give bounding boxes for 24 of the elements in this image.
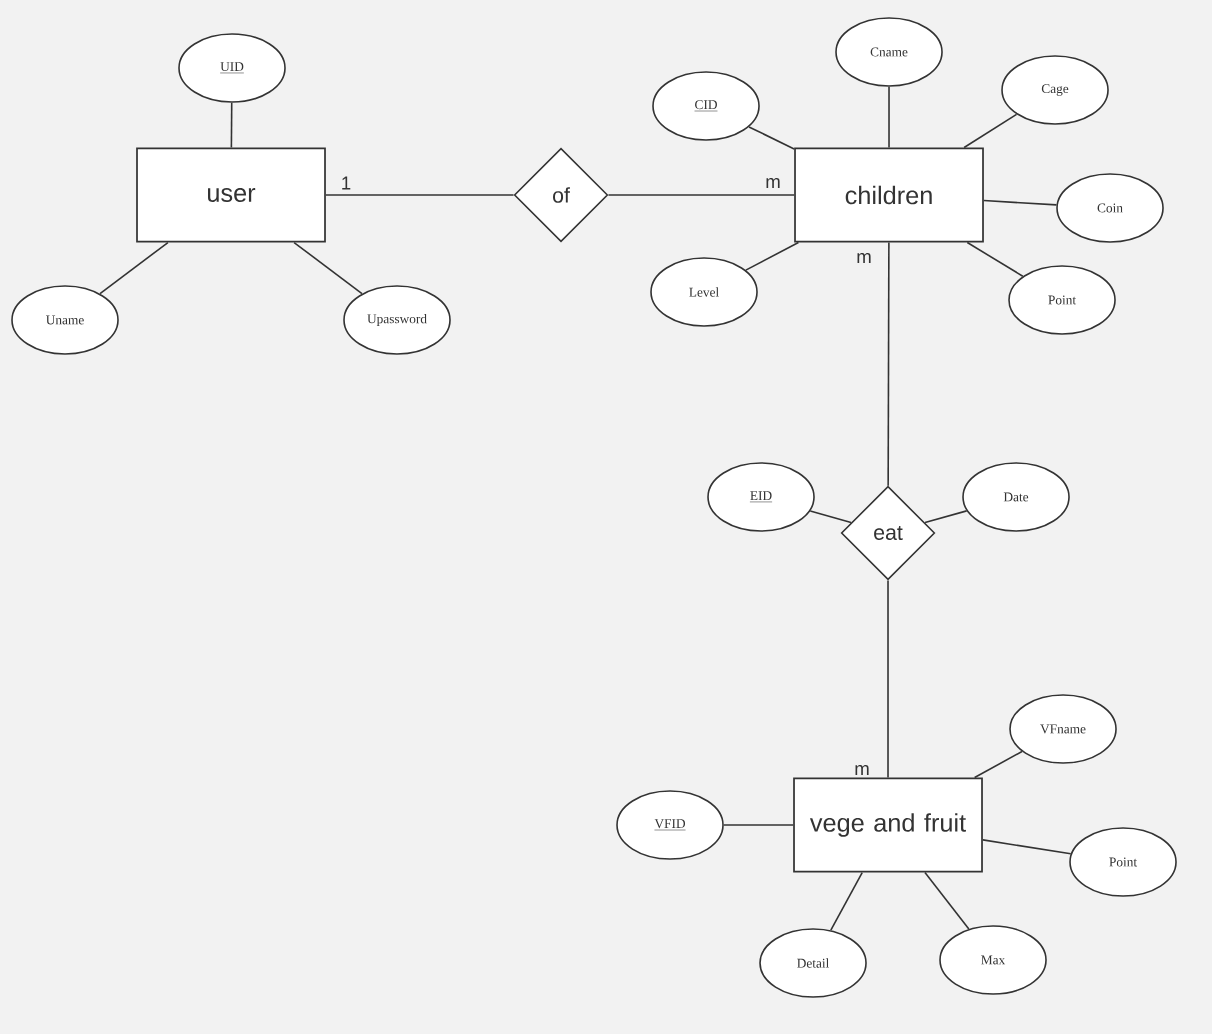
connector-line <box>963 113 1018 149</box>
entity-box: vege and fruit <box>793 777 983 873</box>
connector-line <box>924 871 970 930</box>
connector-line <box>99 241 169 295</box>
connector-line <box>887 241 890 487</box>
connector-line <box>745 241 800 271</box>
connector-line <box>230 102 233 149</box>
connector-line <box>607 194 795 196</box>
entity-box: children <box>794 147 984 243</box>
connector-line <box>325 194 515 196</box>
connector-line <box>723 824 794 826</box>
connector-line <box>973 750 1023 779</box>
connector-line <box>293 241 363 295</box>
connector-line <box>982 839 1072 855</box>
connector-line <box>748 126 795 150</box>
cardinality-label: 1 <box>339 175 353 191</box>
connector-line <box>809 510 852 524</box>
entity-box: user <box>136 147 326 243</box>
connector-line <box>830 871 863 931</box>
connector-line <box>888 86 890 149</box>
connector-line <box>924 510 968 524</box>
connector-line <box>966 241 1024 277</box>
connector-line <box>983 199 1058 206</box>
connector-line <box>887 579 889 779</box>
